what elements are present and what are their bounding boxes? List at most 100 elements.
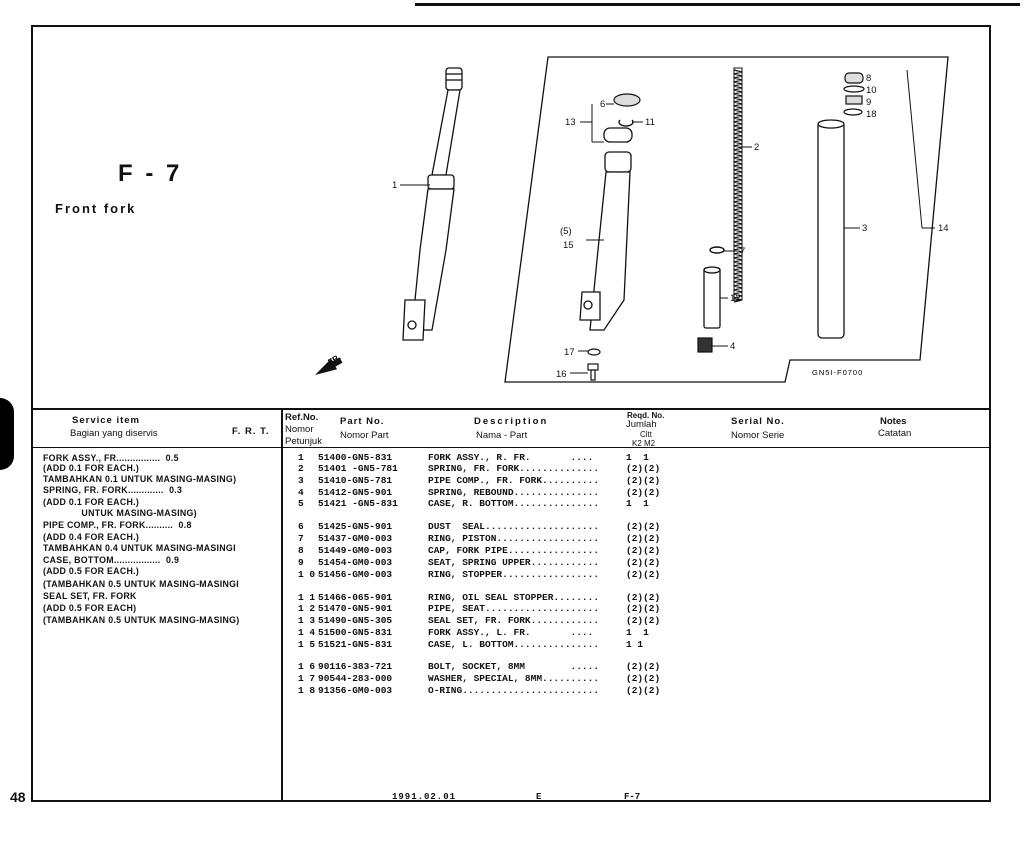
bottom-case-illustration — [579, 127, 633, 331]
service-line: PIPE COMP., FR. FORK.......... 0.8 — [43, 520, 192, 530]
part-description: FORK ASSY., R. FR. .... — [428, 452, 594, 463]
required-qty: (2)(2) — [626, 661, 661, 672]
part-description: RING, STOPPER................. — [428, 569, 600, 580]
page-frame — [31, 25, 991, 802]
header-part-no-id: Nomor Part — [340, 430, 389, 441]
header-part-no: Part No. — [340, 416, 385, 427]
callout-6: 6 — [600, 99, 605, 110]
rebound-spring-illustration — [697, 337, 713, 353]
part-description: SPRING, FR. FORK.............. — [428, 463, 600, 474]
required-qty: 1 1 — [626, 498, 649, 509]
part-number: 51410-GN5-781 — [318, 475, 393, 486]
callout-15: 15 — [563, 240, 574, 251]
front-direction-arrow — [315, 357, 343, 375]
header-description-id: Nama - Part — [476, 430, 528, 441]
callout-14: 14 — [938, 223, 949, 234]
callout-9: 9 — [866, 97, 871, 108]
washer-illustration — [587, 348, 601, 356]
ref-no: 1 8 — [298, 685, 316, 696]
service-line: TAMBAHKAN 0.4 UNTUK MASING-MASINGI — [43, 543, 236, 553]
page-title: F - 7 — [118, 160, 183, 187]
ref-no: 1 5 — [298, 639, 316, 650]
header-reqd-no: Reqd. No. — [627, 411, 665, 420]
fork-spring-illustration — [733, 67, 743, 303]
service-line: UNTUK MASING-MASING) — [43, 508, 197, 518]
part-number: 51521-GN5-831 — [318, 639, 393, 650]
fork-cap-illustration — [843, 72, 865, 116]
ref-no: 1 — [298, 452, 304, 463]
ref-no: 4 — [298, 487, 304, 498]
callout-10: 10 — [866, 85, 877, 96]
header-description: Description — [474, 416, 549, 427]
callout-12: 12 — [730, 293, 741, 304]
callout-7: 7 — [740, 246, 745, 257]
callout-13: 13 — [565, 117, 576, 128]
header-notes-id: Catatan — [878, 428, 912, 439]
part-description: O-RING........................ — [428, 685, 600, 696]
ref-no: 1 3 — [298, 615, 316, 626]
callout-leaders — [400, 69, 935, 374]
part-number: 51466-065-901 — [318, 592, 393, 603]
service-line: SPRING, FR. FORK............. 0.3 — [43, 485, 183, 495]
part-number: 51401 -GN5-781 — [318, 463, 398, 474]
callout-11: 11 — [645, 117, 655, 128]
required-qty: 1 1 — [626, 639, 644, 650]
service-line: TAMBAHKAN 0.1 UNTUK MASING-MASING) — [43, 474, 237, 484]
header-ref-no-id2: Petunjuk — [285, 436, 322, 447]
exploded-diagram: FR. — [315, 56, 949, 383]
callout-3: 3 — [862, 223, 867, 234]
footer-date: 1991.02.01 — [392, 792, 457, 802]
part-number: 90116-383-721 — [318, 661, 393, 672]
header-serial-no-id: Nomor Serie — [731, 430, 785, 441]
required-qty: (2)(2) — [626, 521, 661, 532]
ref-no: 8 — [298, 545, 304, 556]
footer-edition: E — [536, 792, 542, 802]
service-line: (ADD 0.5 FOR EACH) — [43, 603, 137, 613]
part-number: 91356-GM0-003 — [318, 685, 393, 696]
required-qty: (2)(2) — [626, 557, 661, 568]
table-top-rule — [31, 408, 991, 410]
required-qty: (2)(2) — [626, 592, 661, 603]
part-description: CASE, L. BOTTOM............... — [428, 639, 600, 650]
service-line: (TAMBAHKAN 0.5 UNTUK MASING-MASINGI — [43, 579, 240, 589]
header-service-item-id: Bagian yang diservis — [70, 428, 158, 439]
diagram-panel-outline — [504, 56, 949, 383]
part-description: CASE, R. BOTTOM............... — [428, 498, 600, 509]
header-reqd-cols: K2 M2 — [632, 439, 656, 448]
required-qty: (2)(2) — [626, 603, 661, 614]
required-qty: 1 1 — [626, 627, 649, 638]
callout-labels: 1 2 3 4 (5) 6 7 8 9 10 11 12 13 14 15 16… — [392, 73, 949, 380]
service-line: (ADD 0.1 FOR EACH.) — [43, 497, 140, 507]
ref-no: 9 — [298, 557, 304, 568]
required-qty: (2)(2) — [626, 463, 661, 474]
required-qty: (2)(2) — [626, 545, 661, 556]
ref-no: 5 — [298, 498, 304, 509]
part-description: SPRING, REBOUND............... — [428, 487, 600, 498]
part-number: 51412-GN5-901 — [318, 487, 393, 498]
part-number: 51449-GM0-003 — [318, 545, 393, 556]
part-description: RING, OIL SEAL STOPPER........ — [428, 592, 600, 603]
callout-18: 18 — [866, 109, 877, 120]
seat-pipe-illustration — [703, 266, 721, 329]
ref-no: 1 6 — [298, 661, 316, 672]
part-number: 51454-GM0-003 — [318, 557, 393, 568]
callout-1: 1 — [392, 180, 397, 191]
required-qty: 1 1 — [626, 452, 649, 463]
part-description: DUST SEAL.................... — [428, 521, 600, 532]
header-service-item: Service item — [72, 415, 140, 426]
service-line: FORK ASSY., FR................ 0.5 — [43, 453, 179, 463]
front-direction-label: FR. — [327, 352, 343, 366]
required-qty: (2)(2) — [626, 615, 661, 626]
stopper-ring-illustration — [618, 119, 634, 127]
fork-pipe-illustration — [817, 119, 845, 339]
callout-2: 2 — [754, 142, 759, 153]
top-rule — [415, 3, 1020, 6]
part-description: WASHER, SPECIAL, 8MM.......... — [428, 673, 600, 684]
required-qty: (2)(2) — [626, 475, 661, 486]
callout-5: (5) — [560, 226, 572, 237]
part-number: 51456-GM0-003 — [318, 569, 393, 580]
part-number: 51470-GN5-901 — [318, 603, 393, 614]
ref-no: 1 1 — [298, 592, 316, 603]
page-subtitle: Front fork — [55, 201, 137, 216]
service-line: (ADD 0.4 FOR EACH.) — [43, 532, 140, 542]
